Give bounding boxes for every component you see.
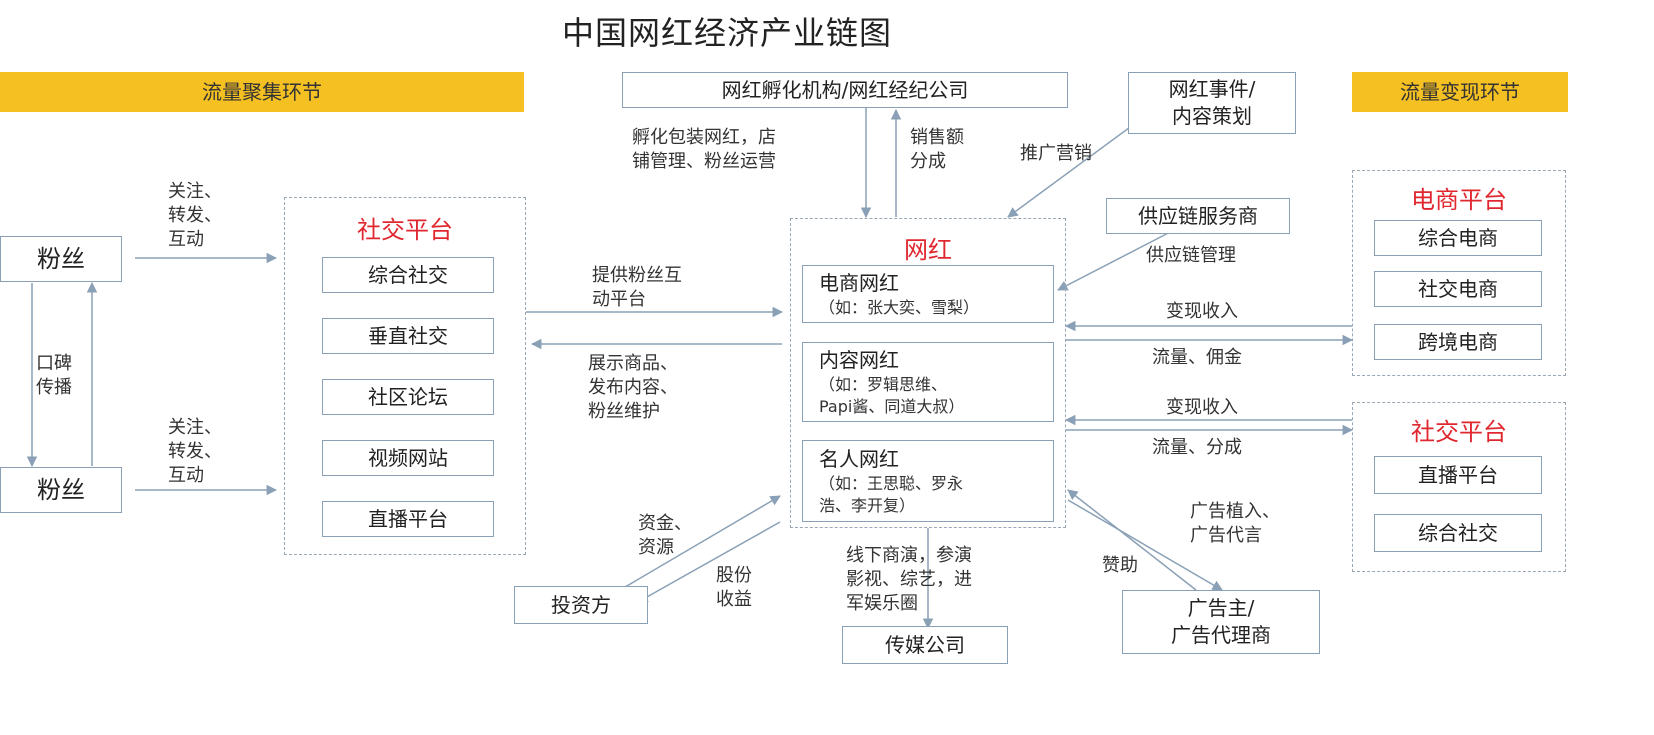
band-traffic-aggregation: 流量聚集环节 [0,72,524,112]
social-platform-title: 社交平台 [357,216,453,244]
social-item-video: 视频网站 [322,440,494,476]
label-sponsor: 赞助 [1102,555,1138,576]
social-item-comprehensive: 综合社交 [322,257,494,293]
label-ads: 广告植入、广告代言 [1190,501,1280,546]
ecom-item-social: 社交电商 [1374,271,1542,307]
ecommerce-influencer-box: 电商网红 （如：张大奕、雪梨） [802,265,1054,323]
label-follow-top: 关注、转发、互动 [168,181,222,250]
label-provide-platform: 提供粉丝互动平台 [592,265,682,310]
label-traffic-ecom: 流量、佣金 [1152,347,1242,368]
band-traffic-monetization: 流量变现环节 [1352,72,1568,112]
label-traffic-social: 流量、分成 [1152,437,1242,458]
ecom-item-comprehensive: 综合电商 [1374,220,1542,256]
social-platform-right-group [1352,402,1566,572]
media-box: 传媒公司 [842,626,1008,664]
incubator-box: 网红孵化机构/网红经纪公司 [622,72,1068,108]
label-word-of-mouth: 口碑传播 [36,353,72,398]
celebrity-influencer-box: 名人网红 （如：王思聪、罗永 浩、李开复） [802,440,1054,522]
content-influencer-box: 内容网红 （如：罗辑思维、 Papi酱、同道大叔） [802,342,1054,422]
label-follow-bottom: 关注、转发、互动 [168,417,222,486]
label-equity: 股份收益 [716,565,752,610]
investor-box: 投资方 [514,586,648,624]
label-supply-mgmt: 供应链管理 [1146,245,1236,266]
ecommerce-platform-group [1352,170,1566,376]
label-show-products: 展示商品、发布内容、粉丝维护 [588,353,678,422]
influencer-title: 网红 [904,236,952,264]
page-title: 中国网红经济产业链图 [562,14,893,52]
social-item-forum: 社区论坛 [322,379,494,415]
social-platform-right-title: 社交平台 [1411,418,1507,446]
ecom-item-crossborder: 跨境电商 [1374,324,1542,360]
fans-bottom-box: 粉丝 [0,467,122,513]
label-capital: 资金、资源 [638,513,692,558]
events-box: 网红事件/内容策划 [1128,72,1296,134]
label-offline: 线下商演，参演影视、综艺，进军娱乐圈 [846,545,972,614]
label-incubate: 孵化包装网红，店铺管理、粉丝运营 [632,127,776,172]
social-right-item-comprehensive: 综合社交 [1374,514,1542,552]
label-sales-share: 销售额分成 [910,127,964,172]
fans-top-box: 粉丝 [0,236,122,282]
social-platform-group [284,197,526,555]
influencer-group [790,218,1066,528]
ecommerce-platform-title: 电商平台 [1411,186,1507,214]
label-income-ecom: 变现收入 [1166,301,1238,322]
label-promotion: 推广营销 [1020,143,1092,164]
supply-box: 供应链服务商 [1106,198,1290,234]
social-item-live: 直播平台 [322,501,494,537]
advertiser-box: 广告主/广告代理商 [1122,590,1320,654]
label-income-social: 变现收入 [1166,397,1238,418]
social-item-vertical: 垂直社交 [322,318,494,354]
social-right-item-live: 直播平台 [1374,456,1542,494]
